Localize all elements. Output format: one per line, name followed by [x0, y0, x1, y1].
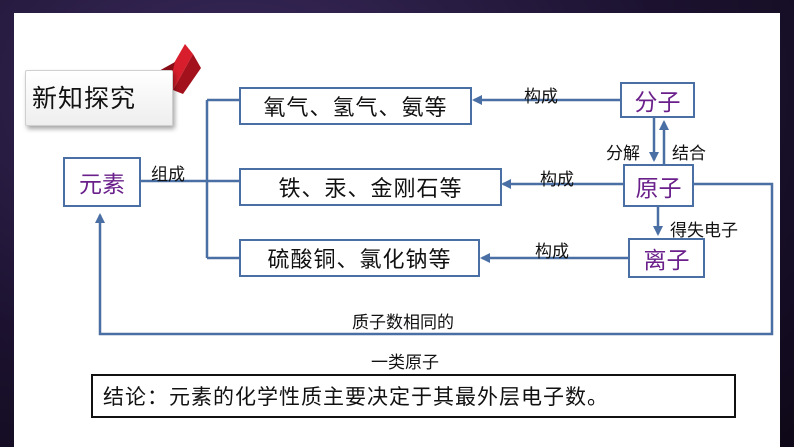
edge-label-decompose: 分解: [606, 144, 640, 164]
edge-label-combine: 结合: [672, 144, 706, 164]
node-molecule-label: 分子: [634, 90, 681, 116]
conclusion-box: 结论：元素的化学性质主要决定于其最外层电子数。: [91, 374, 736, 418]
node-atom: 原子: [623, 164, 694, 207]
edge-label-same-protons: 质子数相同的: [352, 313, 454, 333]
edge-label-compose: 组成: [151, 165, 185, 185]
node-ion-label: 离子: [643, 248, 690, 274]
edge-label-one-kind-atom: 一类原子: [371, 353, 439, 373]
node-iron-group: 铁、汞、金刚石等: [239, 168, 502, 206]
edge-label-constitute-2: 构成: [540, 170, 574, 190]
edge-label-constitute-1: 构成: [524, 87, 558, 107]
node-salt-group: 硫酸铜、氯化钠等: [239, 239, 480, 277]
node-atom-label: 原子: [635, 175, 682, 202]
arrow-atom-element-loop: [95, 182, 774, 336]
node-oxygen-group-label: 氧气、氢气、氨等: [263, 96, 448, 121]
conclusion-text: 结论：元素的化学性质主要决定于其最外层电子数。: [103, 385, 609, 409]
node-ion: 离子: [628, 238, 705, 278]
section-title-box: 新知探究: [25, 70, 173, 126]
edge-label-constitute-3: 构成: [535, 242, 569, 262]
node-salt-group-label: 硫酸铜、氯化钠等: [267, 248, 452, 273]
edge-label-gain-lose-electron: 得失电子: [670, 221, 738, 241]
node-element-label: 元素: [79, 172, 125, 198]
section-title: 新知探究: [32, 84, 137, 113]
node-oxygen-group: 氧气、氢气、氨等: [239, 87, 472, 125]
node-iron-group-label: 铁、汞、金刚石等: [278, 177, 463, 202]
node-element: 元素: [63, 157, 141, 207]
node-molecule: 分子: [620, 82, 695, 118]
